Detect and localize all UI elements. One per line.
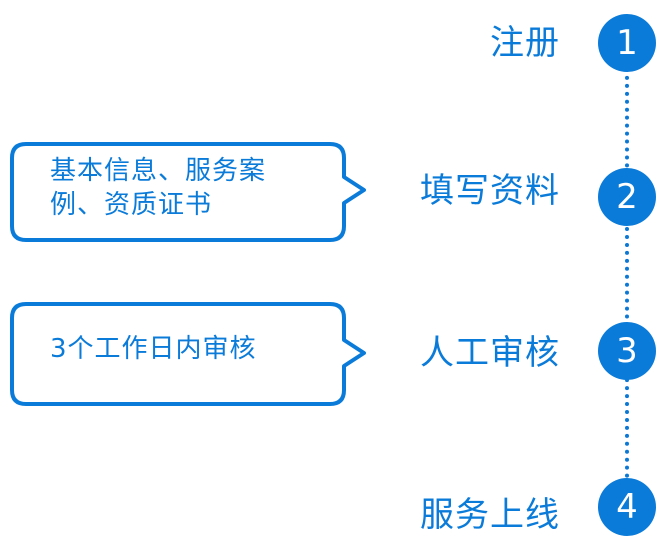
callout-review-line-1: 3个工作日内审核 xyxy=(50,334,257,364)
callout-review-text: 3个工作日内审核 xyxy=(50,332,257,366)
step-2-circle: 2 xyxy=(598,168,656,226)
step-4-circle: 4 xyxy=(598,478,656,536)
step-3-circle: 3 xyxy=(598,322,656,380)
callout-profile-text: 基本信息、服务案 例、资质证书 xyxy=(50,154,266,222)
step-2-number: 2 xyxy=(616,177,638,217)
callout-review-time: 3个工作日内审核 xyxy=(8,302,368,406)
callout-bubble-shape xyxy=(10,302,366,406)
step-3-label: 人工审核 xyxy=(420,333,560,373)
step-3-number: 3 xyxy=(616,331,638,371)
step-1-circle: 1 xyxy=(598,14,656,72)
step-1-number: 1 xyxy=(616,23,638,63)
callout-profile-line-2: 例、资质证书 xyxy=(50,190,213,220)
step-2-label: 填写资料 xyxy=(420,171,560,211)
step-1-label: 注册 xyxy=(490,23,560,63)
step-4-label: 服务上线 xyxy=(420,495,560,535)
timeline-dotted-line xyxy=(625,60,629,510)
callout-profile-line-1: 基本信息、服务案 xyxy=(50,156,267,186)
step-4-number: 4 xyxy=(616,487,638,527)
callout-profile-info: 基本信息、服务案 例、资质证书 xyxy=(8,142,368,242)
callout-bubble-shape xyxy=(10,142,366,242)
